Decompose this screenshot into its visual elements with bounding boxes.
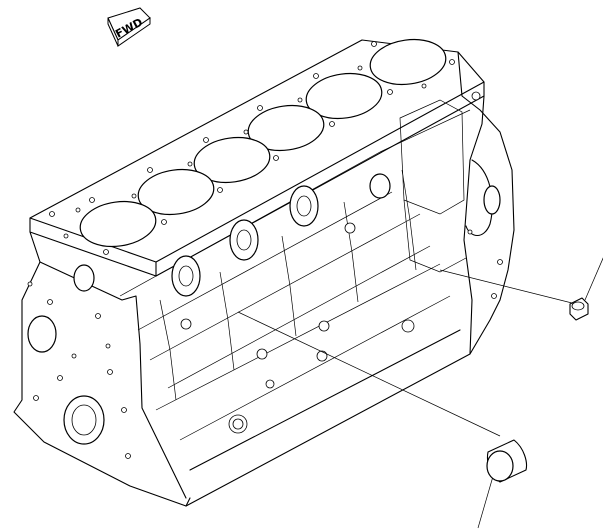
plug-small [569, 297, 589, 321]
fwd-arrow-badge: FWD [107, 7, 151, 47]
cylinder-block [13, 38, 515, 507]
cup-plug [486, 439, 528, 483]
leader-lines [237, 257, 603, 529]
